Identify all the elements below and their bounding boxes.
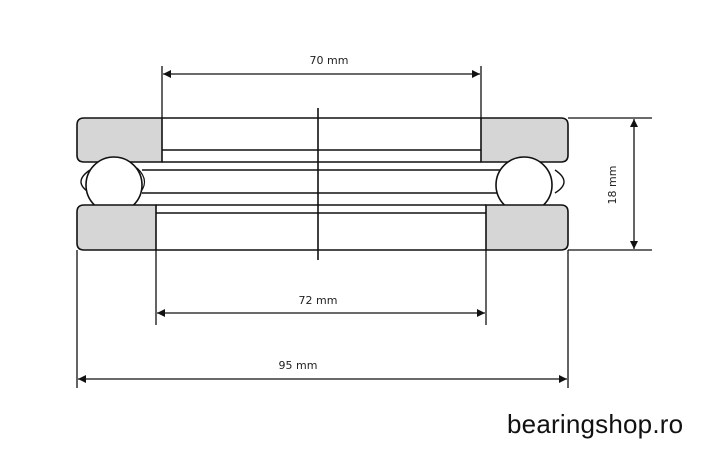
shaft-washer-right	[480, 117, 569, 163]
housing-washer-right	[485, 204, 569, 251]
label-housing-bore: 72 mm	[299, 294, 338, 307]
brand-logo-text: bearingshop.ro	[507, 409, 684, 439]
housing-washer-left	[76, 204, 157, 251]
housing-washer	[76, 204, 569, 251]
extension-lines	[76, 66, 652, 388]
shaft-washer-left	[76, 117, 163, 163]
label-outer-diameter: 95 mm	[279, 359, 318, 372]
label-bore-diameter: 70 mm	[310, 54, 349, 67]
label-height: 18 mm	[606, 166, 619, 205]
ball-cage	[80, 167, 565, 197]
shaft-washer	[76, 117, 569, 163]
